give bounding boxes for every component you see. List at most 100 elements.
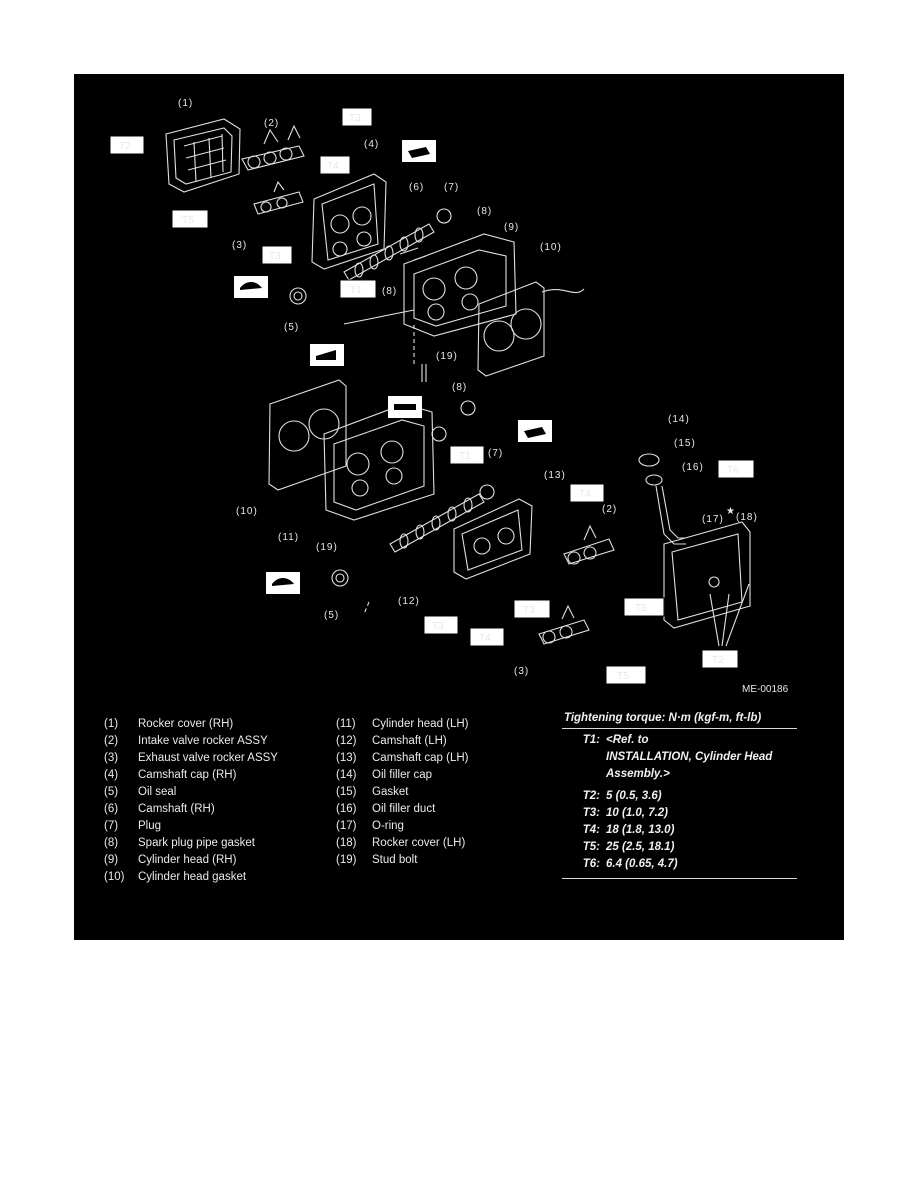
legend-number: (16) xyxy=(336,803,357,815)
torque-box-t1-rh: T1 xyxy=(339,279,377,299)
torque-divider-bottom xyxy=(562,878,797,879)
torque-key: T5: xyxy=(582,841,600,853)
svg-text:T3: T3 xyxy=(269,251,281,262)
intake-rocker-lh-drawing xyxy=(563,524,615,565)
legend-name: Rocker cover (RH) xyxy=(138,718,234,730)
grease-icon-lh xyxy=(518,420,552,442)
torque-ref-line: INSTALLATION, Cylinder Head xyxy=(606,751,773,763)
legend-number: (4) xyxy=(104,769,119,781)
callout-16: (16) xyxy=(682,462,704,473)
callout-4: (4) xyxy=(364,139,379,150)
legend-number: (10) xyxy=(104,871,125,883)
callout-2: (2) xyxy=(264,118,279,129)
callout-8: (8) xyxy=(477,206,492,217)
svg-text:T4: T4 xyxy=(327,161,339,172)
exhaust-rocker-lh-drawing xyxy=(538,604,590,645)
star-mark: ★ xyxy=(726,506,736,517)
torque-ref-line: <Ref. to xyxy=(606,734,649,746)
callout-1: (1) xyxy=(178,98,193,109)
torque-box-t2-rh: T2 xyxy=(109,135,145,155)
legend-number: (1) xyxy=(104,718,119,730)
torque-box-t2-lh: T2 xyxy=(701,649,739,669)
callout-19: (19) xyxy=(436,351,458,362)
legend-name: Camshaft (RH) xyxy=(138,803,215,815)
callout-8b: (8) xyxy=(382,286,397,297)
legend-number: (3) xyxy=(104,752,119,764)
svg-text:T5: T5 xyxy=(635,603,647,614)
legend-name: Gasket xyxy=(372,786,409,798)
callout-9: (9) xyxy=(504,222,519,233)
legend-number: (14) xyxy=(336,769,357,781)
svg-text:T5: T5 xyxy=(182,215,194,226)
torque-box-t5-lh: T5 xyxy=(623,597,665,617)
sealant-icon xyxy=(310,344,344,366)
torque-value: 10 (1.0, 7.2) xyxy=(606,807,669,819)
camshaft-rh-drawing xyxy=(343,223,435,281)
torque-box-t3-lh2: T3 xyxy=(423,615,459,635)
legend-number: (15) xyxy=(336,786,357,798)
torque-value: 6.4 (0.65, 4.7) xyxy=(606,858,678,870)
torque-key: T1: xyxy=(582,734,600,746)
legend-name: Spark plug pipe gasket xyxy=(138,837,255,849)
legend-name: Cylinder head (RH) xyxy=(138,854,237,866)
torque-key: T6: xyxy=(582,858,600,870)
torque-ref-line: Assembly.> xyxy=(606,768,670,780)
callout-5b: (5) xyxy=(324,610,339,621)
legend-number: (11) xyxy=(336,718,356,730)
legend-name: Camshaft (LH) xyxy=(372,735,447,747)
legend-number: (9) xyxy=(104,854,119,866)
legend-name: Oil seal xyxy=(138,786,177,798)
legend-name: Camshaft cap (RH) xyxy=(138,769,237,781)
callout-10: (10) xyxy=(540,242,562,253)
legend-name: Cylinder head gasket xyxy=(138,871,247,883)
legend-name: Cylinder head (LH) xyxy=(372,718,469,730)
exhaust-rocker-rh-drawing xyxy=(253,180,304,215)
svg-text:T1: T1 xyxy=(459,451,471,462)
callout-13: (13) xyxy=(544,470,566,481)
torque-key: T4: xyxy=(582,824,600,836)
callout-10b: (10) xyxy=(236,506,258,517)
torque-box-t3-top: T3 xyxy=(341,107,373,127)
torque-box-t5-lh2: T5 xyxy=(605,665,647,685)
torque-key: T2: xyxy=(582,790,600,802)
callout-15: (15) xyxy=(674,438,696,449)
torque-value: 18 (1.8, 13.0) xyxy=(606,824,675,836)
legend-number: (2) xyxy=(104,735,119,747)
torque-box-t4-lh2: T4 xyxy=(469,627,505,647)
callout-2b: (2) xyxy=(602,504,617,515)
cylinder-head-rh-drawing xyxy=(399,233,517,337)
cylinder-head-lh-drawing xyxy=(323,403,435,521)
callout-5: (5) xyxy=(284,322,299,333)
torque-box-t5-rh: T5 xyxy=(171,209,209,229)
svg-text:T5: T5 xyxy=(617,671,629,682)
callout-6: (6) xyxy=(409,182,424,193)
callout-3b: (3) xyxy=(514,666,529,677)
legend-name: Camshaft cap (LH) xyxy=(372,752,469,764)
svg-text:T2: T2 xyxy=(712,655,724,666)
legend-name: Oil filler duct xyxy=(372,803,436,815)
exploded-view-diagram: (1) (2) (3) (4) (5) (6) (7) (8) (8) (9) … xyxy=(109,98,789,695)
callout-14: (14) xyxy=(668,414,690,425)
legend-number: (5) xyxy=(104,786,119,798)
legend-number: (18) xyxy=(336,837,357,849)
svg-text:T1: T1 xyxy=(350,285,362,296)
head-gasket-lh-drawing xyxy=(268,379,347,491)
callout-7: (7) xyxy=(444,182,459,193)
callout-7b: (7) xyxy=(488,448,503,459)
legend: (1)Rocker cover (RH)(2)Intake valve rock… xyxy=(74,706,844,926)
legend-name: Oil filler cap xyxy=(372,769,433,781)
legend-name: Plug xyxy=(138,820,162,832)
torque-divider-top xyxy=(562,728,797,729)
legend-name: O-ring xyxy=(372,820,404,832)
torque-value: 25 (2.5, 18.1) xyxy=(606,841,675,853)
head-gasket-rh-drawing xyxy=(477,281,585,377)
rocker-cover-lh-drawing xyxy=(663,521,751,629)
legend-number: (17) xyxy=(336,820,357,832)
diagram-panel: (1) (2) (3) (4) (5) (6) (7) (8) (8) (9) … xyxy=(74,74,844,940)
torque-key: T3: xyxy=(582,807,600,819)
callout-19b: (19) xyxy=(316,542,338,553)
legend-number: (6) xyxy=(104,803,119,815)
svg-text:T3: T3 xyxy=(523,605,535,616)
torque-box-t4-lh: T4 xyxy=(569,483,605,503)
legend-number: (19) xyxy=(336,854,357,866)
